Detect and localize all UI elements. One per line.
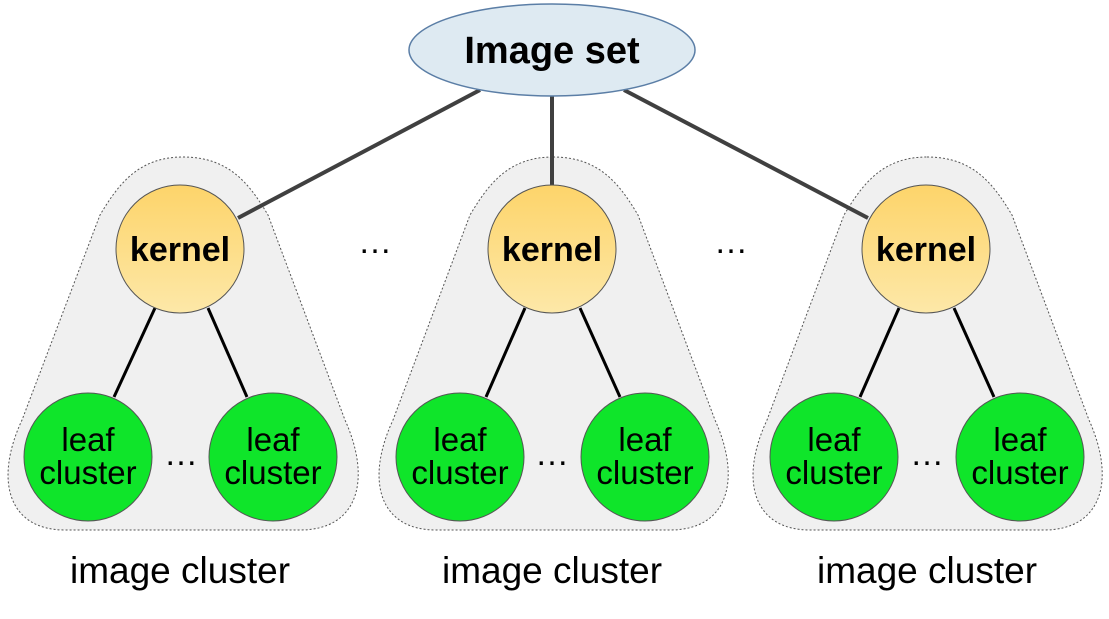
cluster-caption-1: image cluster	[70, 550, 290, 591]
leaf-node-3-left	[769, 392, 899, 522]
leaf-label: leaf	[993, 421, 1047, 458]
root-label: Image set	[464, 30, 640, 72]
edge-kernel1-leaf-right	[206, 307, 249, 398]
leaf-label: cluster	[224, 454, 321, 491]
cluster-caption-2: image cluster	[442, 550, 662, 591]
leaf-label: cluster	[596, 454, 693, 491]
leaf-node-1-right	[208, 392, 338, 522]
leaf-label: leaf	[618, 421, 672, 458]
kernel-label-1: kernel	[130, 231, 230, 269]
root-node	[408, 3, 696, 97]
between-ellipsis-2: …	[714, 223, 748, 261]
leaf-node-2-right	[580, 392, 710, 522]
cluster-caption-3: image cluster	[817, 550, 1037, 591]
inner-ellipsis-1: …	[164, 435, 198, 473]
inner-ellipsis-2: …	[535, 435, 569, 473]
leaf-label: leaf	[246, 421, 300, 458]
edge-kernel2-leaf-left	[484, 307, 527, 398]
leaf-label: cluster	[785, 454, 882, 491]
kernel-label-2: kernel	[502, 231, 602, 269]
leaf-node-1-left	[23, 392, 153, 522]
leaf-label: leaf	[433, 421, 487, 458]
leaf-label: leaf	[807, 421, 861, 458]
edge-root-kernel-1	[237, 88, 481, 220]
edge-kernel3-leaf-left	[858, 307, 901, 398]
edge-root-kernel-3	[623, 88, 869, 220]
leaf-node-3-right	[955, 392, 1085, 522]
edge-kernel3-leaf-right	[952, 307, 996, 398]
kernel-node-1	[115, 184, 245, 314]
kernel-label-3: kernel	[876, 231, 976, 269]
inner-ellipsis-3: …	[910, 435, 944, 473]
between-ellipsis-1: …	[358, 223, 392, 261]
edge-kernel2-leaf-right	[578, 307, 622, 398]
leaf-label: leaf	[61, 421, 115, 458]
edge-kernel1-leaf-left	[112, 307, 157, 398]
kernel-node-3	[861, 184, 991, 314]
leaf-label: cluster	[971, 454, 1068, 491]
leaf-label: cluster	[39, 454, 136, 491]
leaf-node-2-left	[395, 392, 525, 522]
kernel-node-2	[487, 184, 617, 314]
leaf-label: cluster	[411, 454, 508, 491]
